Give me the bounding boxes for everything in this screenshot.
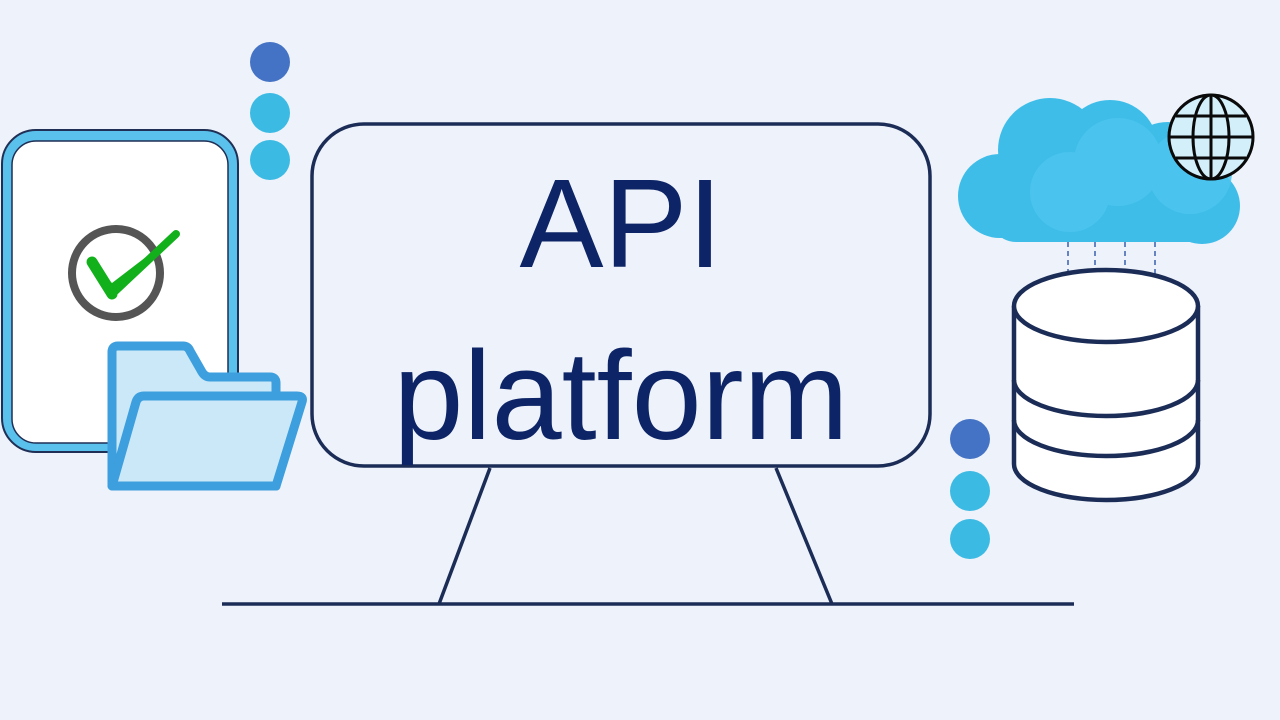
dot-light-icon xyxy=(950,471,990,511)
globe-icon xyxy=(1167,93,1255,181)
database-icon xyxy=(1011,267,1201,503)
checkmark-icon xyxy=(68,225,180,321)
dot-dark-icon xyxy=(250,42,290,82)
dot-light-icon xyxy=(250,93,290,133)
dot-dark-icon xyxy=(950,419,990,459)
cloud-icon xyxy=(958,98,1240,244)
monitor-icon xyxy=(222,122,1074,606)
monitor-title: API platform xyxy=(312,138,930,482)
dot-column-right xyxy=(950,419,990,559)
folder-icon xyxy=(107,341,307,491)
dot-column-left xyxy=(250,42,290,180)
title-line-api: API xyxy=(519,153,723,294)
dot-light-icon xyxy=(250,140,290,180)
title-line-platform: platform xyxy=(393,325,849,466)
dot-light-icon xyxy=(950,519,990,559)
